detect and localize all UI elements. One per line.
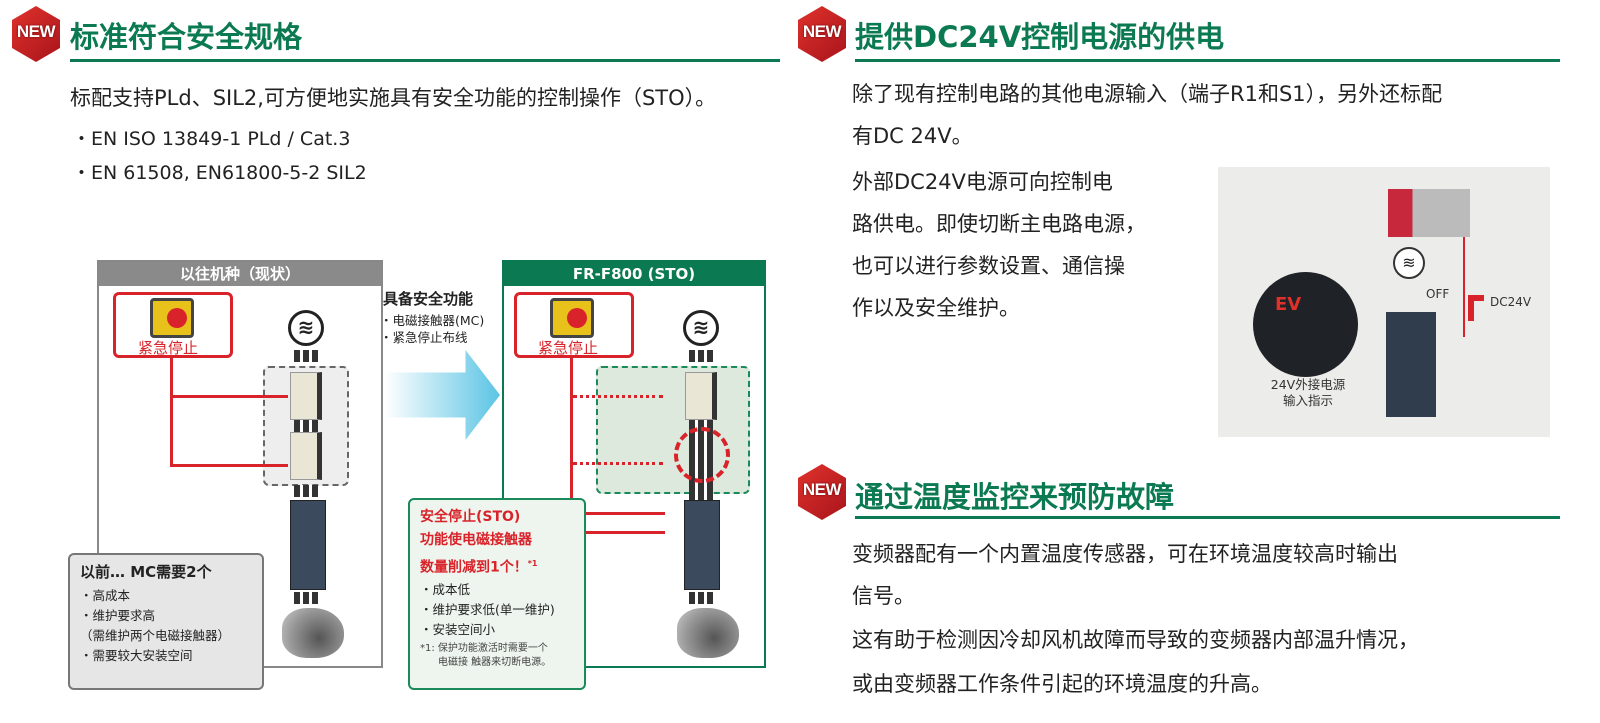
signal-arrow	[570, 512, 665, 515]
dc24v-photo: ≋ OFF DC24V EV 24V外接电源 输入指示	[1218, 167, 1550, 437]
signal-arrow	[170, 395, 288, 398]
signal-line	[570, 358, 573, 533]
section3-body: 这有助于检测因冷却风机故障而导致的变频器内部温升情况，	[852, 628, 1419, 652]
callout-item: ・成本低	[420, 581, 471, 597]
section2-body: 也可以进行参数设置、通信操	[852, 254, 1125, 278]
caption-line: 24V外接电源	[1270, 377, 1346, 392]
callout-item: ・需要较大安装空间	[80, 648, 193, 663]
contactor-icon	[290, 432, 322, 480]
wire-icon	[689, 592, 713, 604]
plc-icon	[1388, 189, 1470, 237]
legacy-panel-header: 以往机种（现状）	[99, 262, 381, 286]
wire-icon	[294, 592, 318, 604]
contactor-icon	[685, 372, 717, 420]
new-badge-label: NEW	[802, 22, 842, 41]
section3-body: 信号。	[852, 584, 915, 608]
display-readout: EV	[1275, 294, 1302, 315]
callout-item: ・高成本	[80, 588, 131, 603]
new-badge-label: NEW	[16, 22, 56, 41]
estop-label: 紧急停止	[538, 339, 599, 357]
section2-body: 路供电。即使切断主电路电源，	[852, 212, 1146, 236]
signal-arrow-dotted	[573, 462, 663, 465]
bullet-item: ・EN 61508, EN61800-5-2 SIL2	[72, 162, 367, 184]
new-badge: NEW	[4, 4, 66, 66]
section3-body: 变频器配有一个内置温度传感器，可在环境温度较高时输出	[852, 542, 1398, 566]
inverter-icon	[290, 500, 326, 590]
section1-title: 标准符合安全规格	[70, 20, 303, 54]
section2-intro: 有DC 24V。	[852, 124, 973, 148]
signal-arrow	[170, 464, 288, 467]
ac-source-icon: ≋	[1393, 247, 1425, 279]
estop-button-icon	[550, 298, 594, 338]
wire-icon	[294, 485, 318, 497]
upgrade-arrow-icon	[385, 350, 500, 440]
signal-line	[1463, 237, 1465, 337]
sto-callout-title: 功能使电磁接触器	[420, 532, 532, 548]
legacy-callout: 以前… MC需要2个 ・高成本 ・维护要求高 （需维护两个电磁接触器） ・需要较…	[68, 553, 264, 690]
middle-item: ・电磁接触器(MC)	[380, 313, 485, 328]
motor-icon	[677, 608, 739, 658]
sto-callout: 安全停止(STO) 功能使电磁接触器 数量削减到1个！*1 ・成本低 ・维护要求…	[408, 498, 586, 690]
section3-title: 通过温度监控来预防故障	[855, 480, 1175, 514]
contactor-icon	[290, 372, 322, 420]
callout-item: ・维护要求低(单一维护)	[420, 601, 555, 617]
signal-line	[170, 358, 173, 466]
wire-icon	[294, 420, 318, 432]
inverter-icon	[684, 500, 720, 590]
section2-rule	[855, 59, 1560, 62]
ac-source-icon: ≋	[288, 310, 324, 346]
sto-panel-header: FR-F800 (STO)	[504, 262, 764, 286]
new-badge: NEW	[790, 4, 852, 66]
callout-item: ・维护要求高	[80, 608, 156, 623]
inverter-icon	[1386, 312, 1436, 417]
middle-title: 具备安全功能	[383, 290, 474, 308]
power-arrow-icon	[1468, 295, 1484, 321]
panel-zoom-circle: EV	[1253, 272, 1358, 377]
sto-callout-title: 数量削减到1个！	[420, 559, 528, 576]
wire-icon	[294, 350, 318, 362]
signal-arrow-dotted	[573, 395, 663, 398]
footnote: 电磁接 触器来切断电源。	[438, 656, 552, 668]
estop-button-icon	[150, 298, 194, 338]
section2-body: 外部DC24V电源可向控制电	[852, 170, 1113, 194]
caption-line: 输入指示	[1282, 393, 1333, 408]
footnote-mark: *1	[527, 559, 538, 568]
sto-group	[596, 366, 750, 494]
bullet-item: ・EN ISO 13849-1 PLd / Cat.3	[72, 128, 351, 150]
wire-icon	[689, 350, 713, 362]
footnote: *1: 保护功能激活时需要一个	[420, 642, 548, 654]
new-badge: NEW	[790, 462, 852, 524]
estop-label: 紧急停止	[138, 339, 199, 357]
photo-caption: 24V外接电源 输入指示	[1258, 377, 1358, 409]
off-label: OFF	[1426, 287, 1450, 301]
sto-callout-title: 安全停止(STO)	[420, 509, 521, 525]
legacy-callout-title: 以前… MC需要2个	[80, 563, 212, 581]
ac-source-icon: ≋	[683, 310, 719, 346]
new-badge-label: NEW	[802, 480, 842, 499]
section1-intro: 标配支持PLd、SIL2,可方便地实施具有安全功能的控制操作（STO）。	[70, 86, 717, 110]
sto-highlight-circle	[674, 427, 730, 483]
section3-body: 或由变频器工作条件引起的环境温度的升高。	[852, 672, 1272, 696]
middle-item: ・紧急停止布线	[380, 330, 468, 345]
motor-icon	[282, 608, 344, 658]
section2-title: 提供DC24V控制电源的供电	[855, 20, 1225, 54]
section3-rule	[855, 516, 1560, 519]
callout-item: （需维护两个电磁接触器）	[80, 628, 231, 643]
section2-body: 作以及安全维护。	[852, 296, 1020, 320]
section1-rule	[70, 59, 780, 62]
signal-arrow	[570, 531, 665, 534]
dc24v-label: DC24V	[1490, 295, 1532, 309]
callout-item: ・安装空间小	[420, 621, 496, 637]
section2-intro: 除了现有控制电路的其他电源输入（端子R1和S1），另外还标配	[852, 82, 1443, 106]
